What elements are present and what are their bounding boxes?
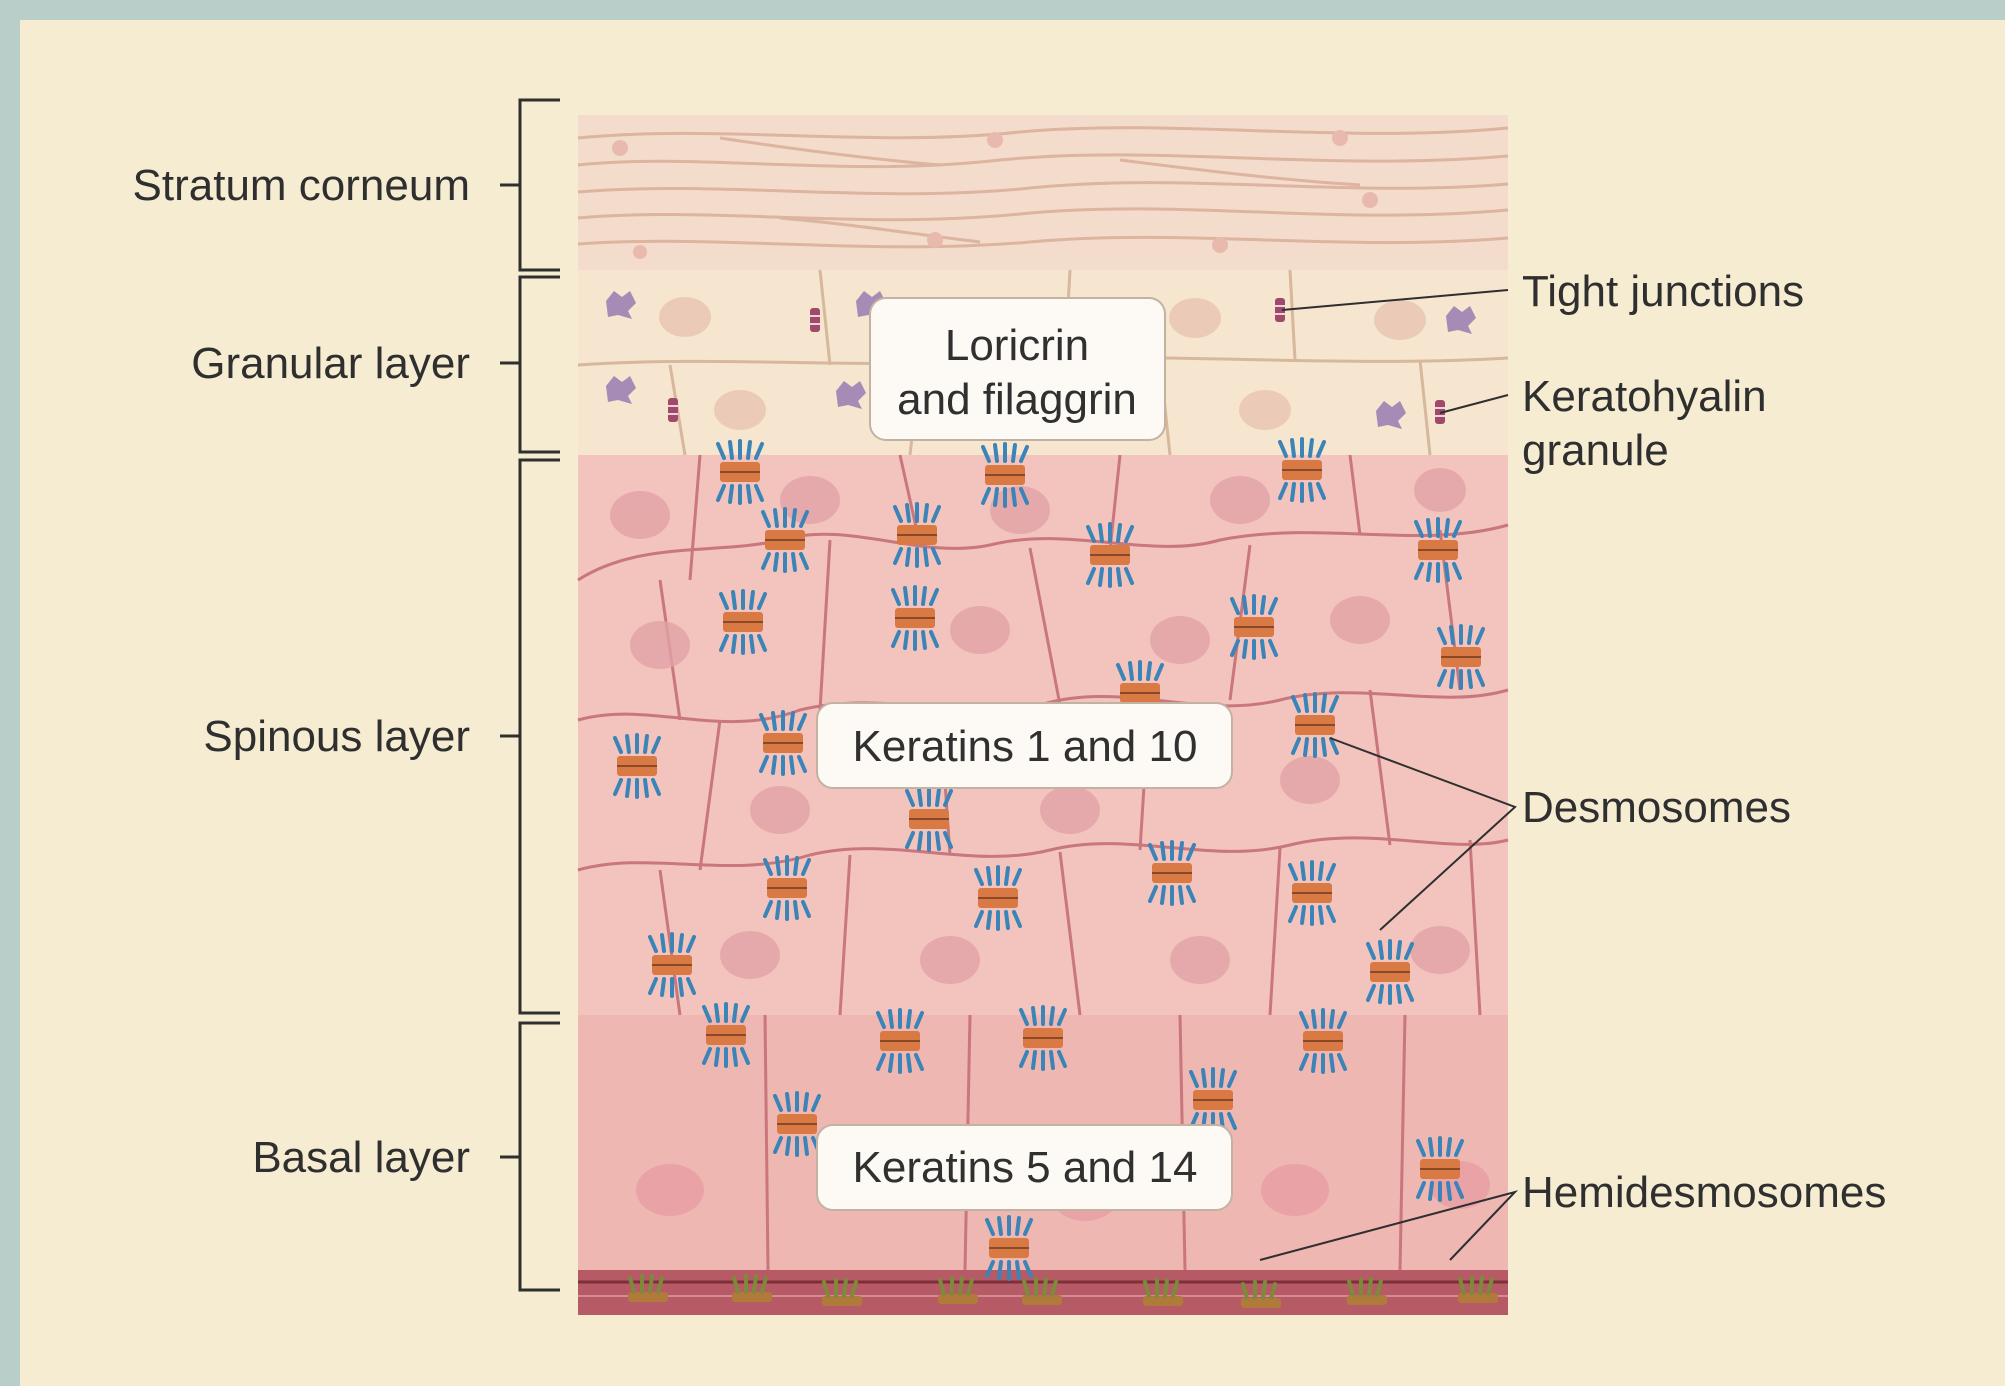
granular-box-line1: Loricrin [945,321,1089,370]
spinous-keratin-box: Keratins 1 and 10 [817,703,1232,788]
callout-keratohyalin-line2: granule [1522,426,1669,475]
layer-label-granular: Granular layer [191,339,470,388]
basal-keratin-box: Keratins 5 and 14 [817,1125,1232,1210]
callout-tight-junctions: Tight junctions [1522,267,1804,316]
layer-label-basal: Basal layer [252,1133,470,1182]
spinous-box-label: Keratins 1 and 10 [853,722,1198,771]
diagram-frame: Stratum corneum Granular layer Spinous l… [20,20,2005,1386]
epidermis-diagram: Stratum corneum Granular layer Spinous l… [20,20,2005,1386]
granular-box-line2: and filaggrin [897,375,1137,424]
callout-keratohyalin-line1: Keratohyalin [1522,372,1767,421]
layer-label-corneum: Stratum corneum [133,161,470,210]
basal-box-label: Keratins 5 and 14 [853,1143,1198,1192]
callout-desmosomes: Desmosomes [1522,783,1791,832]
granular-protein-box: Loricrin and filaggrin [870,298,1165,440]
layer-brackets [500,100,560,1290]
layer-label-spinous: Spinous layer [203,712,470,761]
stratum-corneum-cells [578,115,1508,270]
callout-hemidesmosomes: Hemidesmosomes [1522,1168,1886,1217]
